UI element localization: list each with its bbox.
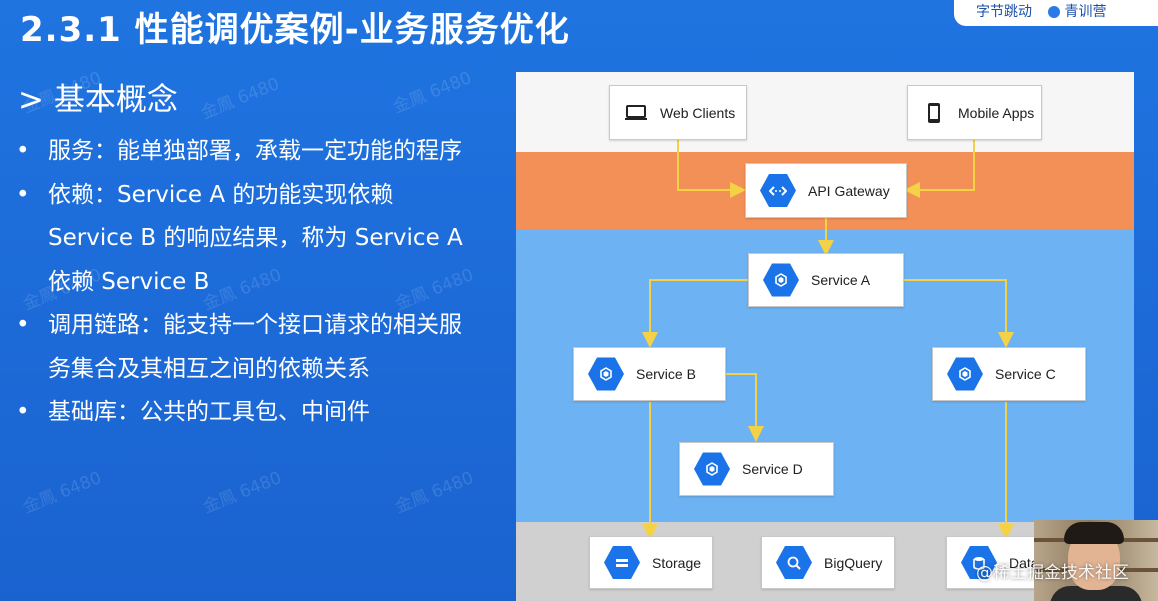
service-b-node[interactable]: Service B	[573, 347, 726, 401]
bullet-text: 依赖：Service A 的功能实现依赖	[48, 181, 394, 208]
storage-node[interactable]: Storage	[589, 536, 713, 589]
node-label: Service D	[742, 461, 803, 477]
presenter-webcam	[1034, 520, 1158, 601]
service-d-node[interactable]: Service D	[679, 442, 834, 496]
node-label: Mobile Apps	[958, 104, 1035, 121]
compute-engine-icon	[947, 357, 983, 391]
section-heading: > 基本概念	[18, 82, 178, 118]
compute-engine-icon	[763, 263, 799, 297]
node-label: Web Clients	[660, 104, 736, 121]
brand-strip: 字节跳动 青训营	[954, 0, 1158, 26]
compute-engine-icon	[694, 452, 730, 486]
arrow-web-to-gateway	[677, 140, 746, 198]
presenter-shirt	[1050, 586, 1142, 601]
arrow-a-to-b	[642, 279, 748, 348]
api-gateway-node[interactable]: API Gateway	[745, 163, 907, 218]
service-c-node[interactable]: Service C	[932, 347, 1086, 401]
bigquery-icon	[776, 545, 812, 580]
watermark: 金鳳 6480	[20, 468, 105, 518]
bullet-text: 基础库：公共的工具包、中间件	[48, 399, 370, 425]
bigquery-node[interactable]: BigQuery	[761, 536, 895, 589]
node-label: API Gateway	[808, 182, 890, 199]
compute-engine-icon	[588, 357, 624, 391]
mobile-apps-node[interactable]: Mobile Apps	[907, 85, 1042, 140]
storage-icon	[604, 545, 640, 580]
bullet-marker: •	[16, 138, 30, 164]
node-label: Data	[1009, 554, 1039, 571]
watermark: 金鳳 6480	[392, 468, 477, 518]
qingxun-logo: 青训营	[1048, 1, 1106, 21]
laptop-icon	[625, 104, 647, 120]
bullet-dependency: • 依赖：Service A 的功能实现依赖 Service B 的响应结果，称…	[14, 174, 494, 305]
slide-title: 2.3.1 性能调优案例-业务服务优化	[20, 10, 570, 50]
watermark: 金鳳 6480	[198, 74, 283, 124]
bullet-marker: •	[16, 181, 30, 208]
web-clients-node[interactable]: Web Clients	[609, 85, 747, 140]
watermark: 金鳳 6480	[200, 468, 285, 518]
bullet-text: 服务：能单独部署，承载一定功能的程序	[48, 138, 462, 164]
platform-watermark: @稀土掘金技术社区	[976, 563, 1129, 583]
node-label: Storage	[652, 554, 702, 571]
bullet-service: • 服务：能单独部署，承载一定功能的程序	[14, 130, 494, 174]
bullet-call-chain: • 调用链路：能支持一个接口请求的相关服 务集合及其相互之间的依赖关系	[14, 304, 494, 391]
node-label: Service C	[995, 366, 1056, 382]
api-gateway-icon	[760, 173, 796, 208]
presenter-hair	[1064, 522, 1124, 544]
mobile-phone-icon	[928, 102, 940, 123]
bytedance-logo-text: 字节跳动	[976, 4, 1032, 20]
node-label: BigQuery	[824, 554, 883, 571]
bullet-marker: •	[16, 312, 30, 338]
bullet-text: Service B 的响应结果，称为 Service A	[48, 225, 463, 251]
watermark: 金鳳 6480	[390, 68, 475, 118]
arrow-a-to-c	[904, 279, 1014, 348]
node-label: Service A	[811, 272, 871, 288]
brand-dot-icon	[1048, 6, 1060, 18]
bullet-text: 依赖 Service B	[48, 268, 210, 295]
arrow-mobile-to-gateway	[904, 140, 975, 198]
node-label: Service B	[636, 366, 696, 382]
bullet-text: 调用链路：能支持一个接口请求的相关服	[48, 312, 462, 338]
bullet-marker: •	[16, 399, 30, 425]
diagram-connectors	[642, 140, 1014, 540]
bullet-base-library: • 基础库：公共的工具包、中间件	[14, 391, 494, 435]
bullet-text: 务集合及其相互之间的依赖关系	[48, 355, 370, 382]
concept-bullet-list: • 服务：能单独部署，承载一定功能的程序 • 依赖：Service A 的功能实…	[14, 130, 494, 435]
service-a-node[interactable]: Service A	[748, 253, 904, 307]
arrow-b-to-d	[726, 373, 764, 442]
datastore-icon	[961, 545, 997, 580]
